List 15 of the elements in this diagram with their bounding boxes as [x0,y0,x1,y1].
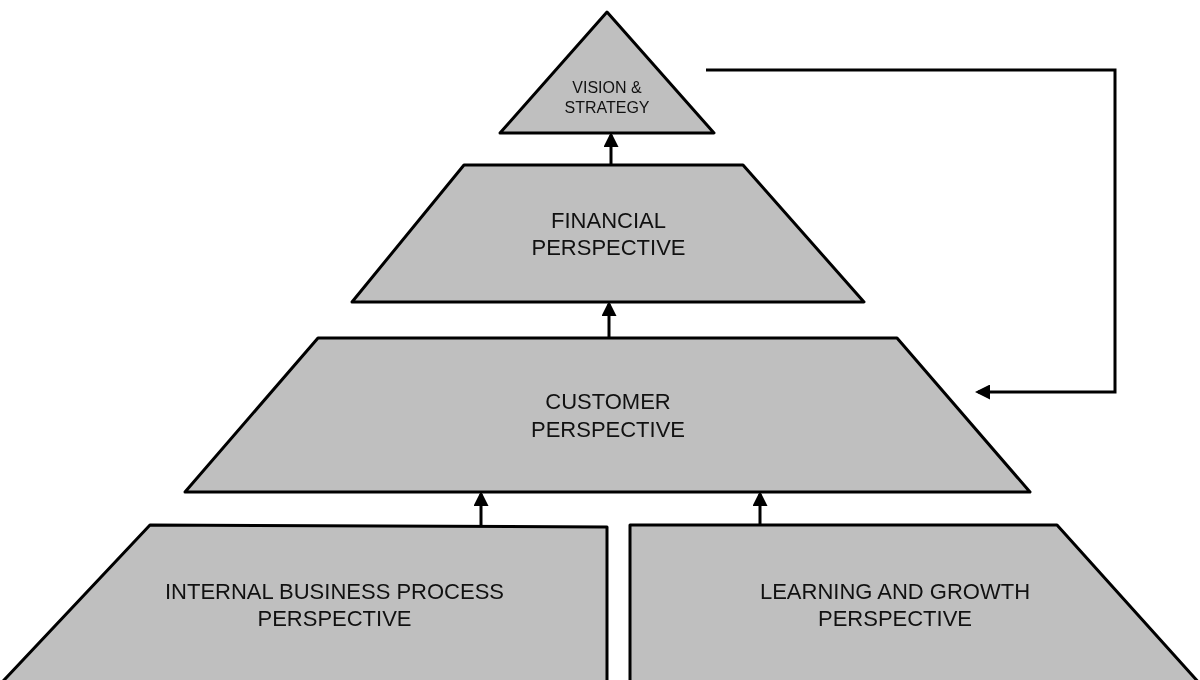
arrow [752,491,768,525]
arrow [706,68,1117,400]
trapezoid-node [185,338,1031,493]
node-label: INTERNAL BUSINESS PROCESS PERSPECTIVE [163,577,505,633]
node-label: LEARNING AND GROWTH PERSPECTIVE [758,577,1032,633]
arrow [601,301,617,338]
trapezoid-node [0,525,609,680]
trapezoid-node [352,165,865,303]
triangle-node [500,12,714,134]
node-label: FINANCIAL PERSPECTIVE [530,206,687,262]
arrow [603,132,619,165]
trapezoid-node [630,525,1200,680]
node-label: CUSTOMER PERSPECTIVE [529,388,686,443]
arrow [473,491,489,525]
node-label: VISION & STRATEGY [563,78,651,118]
